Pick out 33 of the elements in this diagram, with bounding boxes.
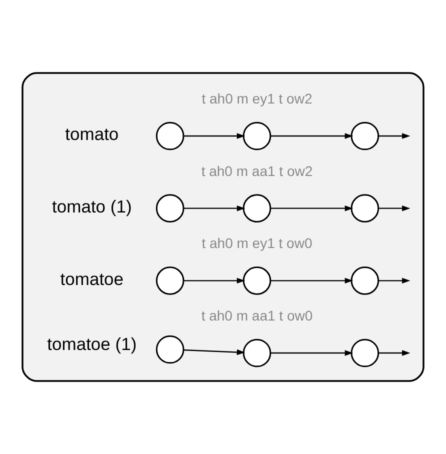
node-circle bbox=[350, 338, 380, 368]
label: tomato bbox=[65, 124, 119, 144]
arrow bbox=[184, 278, 246, 284]
arrow bbox=[184, 349, 246, 356]
node-circle bbox=[156, 194, 184, 222]
arrow bbox=[184, 133, 246, 139]
node-circle bbox=[156, 335, 184, 364]
label: t ah0 m ey1 t ow0 bbox=[202, 235, 312, 252]
label: tomatoe bbox=[60, 268, 124, 289]
arrow bbox=[378, 350, 410, 356]
cluster bbox=[22, 72, 424, 382]
node-circle bbox=[350, 194, 380, 222]
label: tomato (1) bbox=[52, 196, 132, 216]
node-circle bbox=[156, 122, 184, 150]
arrow bbox=[270, 350, 353, 356]
arrow bbox=[270, 278, 353, 284]
arrow bbox=[378, 133, 410, 139]
node-circle bbox=[350, 266, 380, 295]
node-circle bbox=[350, 122, 380, 150]
arrow bbox=[184, 205, 246, 212]
arrow bbox=[378, 278, 410, 284]
node-circle bbox=[242, 122, 272, 150]
label: t ah0 m ey1 t ow2 bbox=[202, 90, 312, 106]
arrow bbox=[270, 205, 353, 212]
arrow bbox=[378, 205, 410, 212]
label: t ah0 m aa1 t ow0 bbox=[201, 307, 313, 324]
node-circle bbox=[242, 194, 272, 222]
node-circle bbox=[242, 266, 272, 295]
node-circle bbox=[242, 338, 272, 368]
arrow bbox=[270, 133, 353, 139]
label: tomatoe (1) bbox=[47, 334, 137, 354]
node-circle bbox=[156, 266, 184, 295]
label: t ah0 m aa1 t ow2 bbox=[201, 162, 313, 179]
